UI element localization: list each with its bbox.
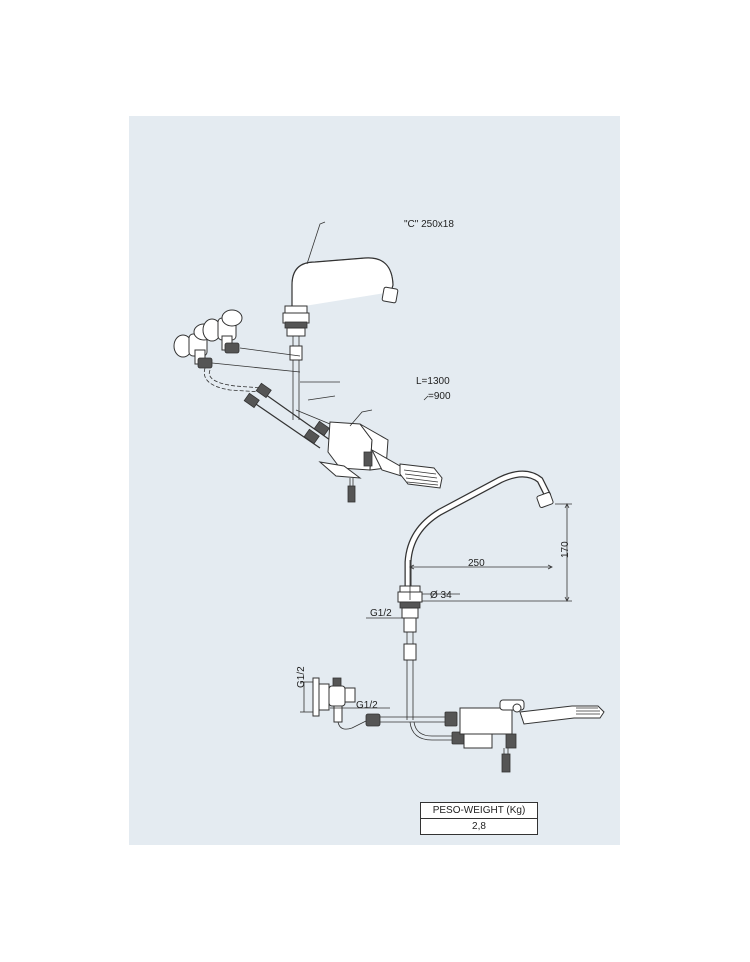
iso-angle-valves xyxy=(173,309,301,373)
hose-long-label: L=1300 xyxy=(416,376,450,387)
elev-pedal-valve xyxy=(459,699,605,773)
weight-value: 2,8 xyxy=(420,818,538,835)
elev-spout-tip xyxy=(536,492,554,508)
height-dimension: 170 xyxy=(560,541,571,558)
weight-table: PESO-WEIGHT (Kg) 2,8 xyxy=(420,802,538,835)
iso-spout-tip xyxy=(381,286,399,304)
iso-pedal-valve xyxy=(318,421,443,503)
spout-label: "C" 250x18 xyxy=(404,219,454,230)
elev-angle-valve xyxy=(300,677,390,730)
elevation-view: 250 170 Ø 34 G1/2 G1/2 G1/2 xyxy=(296,470,605,773)
iso-spout xyxy=(291,257,394,308)
iso-hoses xyxy=(203,367,331,449)
weight-header: PESO-WEIGHT (Kg) xyxy=(420,802,538,819)
width-dimension: 250 xyxy=(468,558,485,569)
thread-label-top: G1/2 xyxy=(370,608,392,619)
isometric-view: "C" 250x18 L=1300 =900 xyxy=(173,219,454,503)
thread-label-valve-vertical: G1/2 xyxy=(296,666,307,688)
hose-short-label: =900 xyxy=(428,391,451,402)
thread-label-valve-horizontal: G1/2 xyxy=(356,700,378,711)
diameter-dimension: Ø 34 xyxy=(430,590,452,601)
